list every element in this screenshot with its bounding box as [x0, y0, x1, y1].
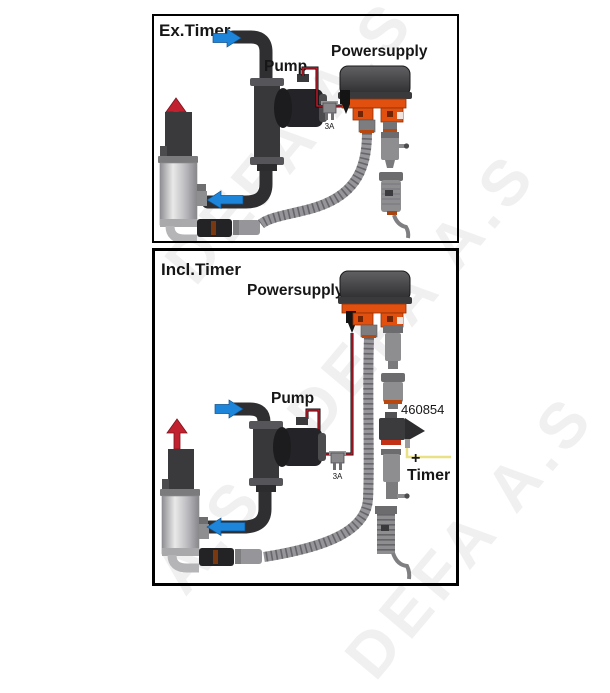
pump-motor	[283, 89, 323, 127]
red-flow-arrow-icon	[166, 418, 188, 450]
upper-hose	[226, 30, 273, 93]
pump-motor	[282, 428, 322, 466]
panel-ex-timer: Ex.Timer Pump	[152, 14, 459, 243]
temp-sensor-pin	[397, 494, 405, 498]
timer-lead-wire	[405, 448, 451, 459]
corrugated-cable-left	[257, 119, 376, 229]
fuse-holder	[322, 102, 337, 114]
powersupply-label: Powersupply	[331, 43, 428, 60]
power-plug	[340, 90, 350, 104]
powersupply-unit	[338, 270, 412, 333]
heater-inlet-port	[197, 191, 207, 206]
heater-top-box	[165, 112, 192, 156]
flow-arrow-to-heater-icon	[206, 517, 246, 537]
temp-sensor-pin	[397, 144, 405, 148]
powersupply-unit	[338, 65, 412, 123]
heater-top-box	[168, 449, 194, 489]
timer-label: Timer	[407, 467, 450, 484]
flow-arrow-to-heater-icon	[206, 190, 244, 210]
pump-assembly	[250, 74, 327, 171]
pump-assembly	[249, 417, 326, 492]
ex-timer-diagram: Ex.Timer Pump	[158, 21, 428, 241]
corrugated-cable-left	[263, 324, 378, 562]
corrugated-cable-right	[379, 122, 411, 239]
corrugated-cable-right	[381, 325, 405, 409]
mounting-bracket	[392, 214, 411, 239]
part-number-label: 460854	[401, 402, 444, 417]
heater-unit	[160, 418, 262, 573]
timer-plus-label: +	[411, 450, 420, 467]
heater-cylinder	[161, 495, 200, 555]
mounting-bracket	[391, 552, 412, 580]
heater-cylinder	[159, 162, 198, 226]
outlet-elbow	[167, 554, 199, 573]
outlet-elbow	[165, 225, 197, 241]
pump-label: Pump	[271, 390, 314, 407]
pump-label: Pump	[264, 58, 307, 75]
heater-unit	[158, 97, 260, 241]
flow-arrow-in-icon	[212, 28, 242, 48]
flow-arrow-in-icon	[214, 399, 244, 419]
fuse-rating-label: 3A	[325, 122, 335, 131]
lower-hose	[201, 153, 273, 209]
powersupply-label: Powersupply	[247, 282, 344, 299]
timer-pin	[405, 439, 410, 448]
heater-inlet-port	[199, 524, 209, 539]
power-plug	[346, 311, 356, 323]
fuse-rating-label: 3A	[333, 472, 343, 481]
lower-right-cable-pieces	[375, 449, 412, 580]
fuse-holder	[330, 452, 345, 464]
panel-incl-timer: Incl.Timer Powersupply 3A Pum	[152, 248, 459, 586]
timer-connector-460854: + Timer	[379, 412, 451, 484]
incl-timer-diagram: Incl.Timer Powersupply 3A Pum	[160, 260, 451, 580]
panel-title: Incl.Timer	[161, 260, 241, 279]
